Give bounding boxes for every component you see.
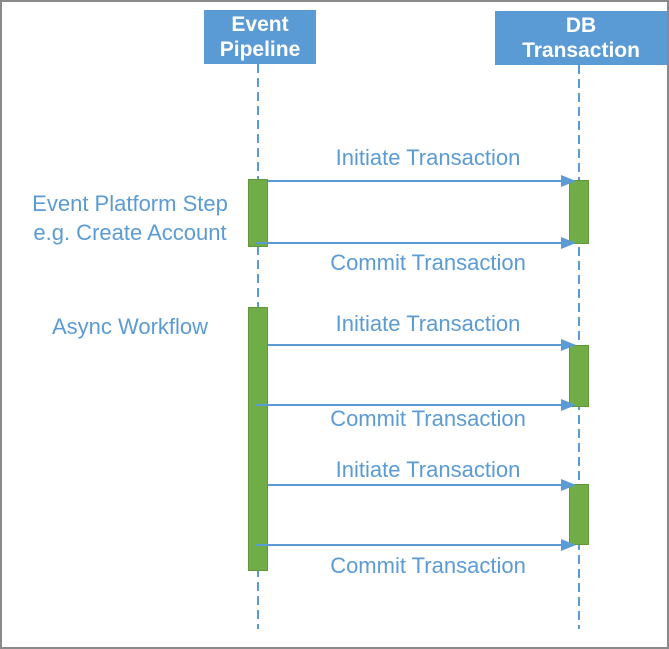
message-label: Initiate Transaction — [335, 457, 521, 482]
message-arrow-line — [256, 242, 562, 244]
activation-bar-db-1 — [569, 180, 589, 244]
arrowhead-right-icon — [561, 539, 576, 551]
lifeline-header-label: Transaction — [522, 39, 640, 62]
activation-bar-db-2 — [569, 345, 589, 407]
lifeline-header-label: DB — [565, 14, 597, 37]
lifeline-header-db-transaction: DB Transaction — [495, 11, 667, 65]
lifeline-header-label: Pipeline — [219, 38, 301, 61]
message-label: Commit Transaction — [330, 406, 526, 431]
arrowhead-right-icon — [561, 175, 576, 187]
message-arrow-line — [256, 404, 562, 406]
message-label: Commit Transaction — [330, 553, 526, 578]
message-label: Commit Transaction — [330, 250, 526, 275]
activation-bar-db-3 — [569, 484, 589, 545]
annotation-line: Event Platform Step — [32, 191, 228, 216]
arrowhead-right-icon — [561, 399, 576, 411]
message-arrow-line — [268, 180, 562, 182]
message-label: Initiate Transaction — [335, 311, 521, 336]
annotation-async-workflow: Async Workflow — [10, 312, 250, 341]
annotation-event-platform-step: Event Platform Step e.g. Create Account — [10, 189, 250, 247]
lifeline-header-label: Event — [231, 13, 289, 36]
arrowhead-right-icon — [561, 339, 576, 351]
activation-bar-async-workflow — [248, 307, 268, 571]
activation-bar-event-step — [248, 179, 268, 247]
lifeline-header-event-pipeline: Event Pipeline — [204, 10, 316, 64]
message-arrow-line — [268, 344, 562, 346]
arrowhead-right-icon — [561, 237, 576, 249]
message-label: Initiate Transaction — [335, 145, 521, 170]
annotation-line: e.g. Create Account — [33, 220, 227, 245]
message-arrow-line — [256, 544, 562, 546]
arrowhead-right-icon — [561, 479, 576, 491]
message-arrow-line — [268, 484, 562, 486]
annotation-line: Async Workflow — [51, 314, 209, 339]
